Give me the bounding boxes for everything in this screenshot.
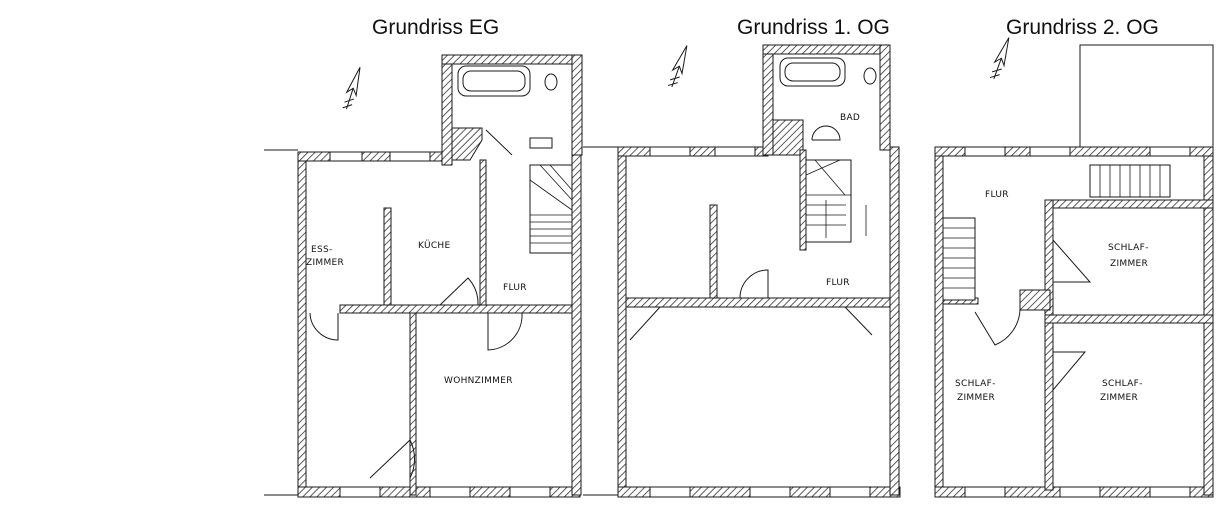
toilet-icon [863,67,877,85]
room-label: WOHNZIMMER [444,376,513,386]
door-swing [1052,239,1092,283]
wall-west [297,151,307,496]
wall-interior [1044,314,1214,324]
wall-interior [709,204,718,306]
wall-north [934,146,1214,157]
room-label: SCHLAF- [1102,379,1143,389]
wall-interior [339,304,573,314]
room-label: FLUR [503,283,527,293]
window [714,146,756,157]
window [429,486,471,498]
door-swing [739,269,769,299]
door-swing [487,312,523,351]
room-label: SCHLAF- [1108,243,1149,253]
plan-title-1og: Grundriss 1. OG [737,16,890,39]
wall-annex-east [571,54,583,156]
wall-interior [383,207,392,311]
window [389,151,431,162]
door-swing [1052,351,1087,391]
wall-interior [479,159,487,306]
window [649,146,691,157]
window [964,146,1006,157]
wall-interior [409,312,417,496]
door-swing [369,439,416,479]
room-label: BAD [840,113,860,123]
plan-title-eg: Grundriss EG [372,16,500,39]
window [509,486,551,498]
door-swing [844,306,873,336]
wall-west [934,146,944,496]
wall-interior [1044,199,1214,209]
sink-icon [529,137,553,149]
room-label: ZIMMER [1110,259,1148,269]
wall-annex [451,127,483,161]
wall-annex-west [441,54,453,166]
room-label: FLUR [826,278,850,288]
wall-interior [1044,199,1054,491]
room-labels-eg: ESS- ZIMMER KÜCHE FLUR WOHNZIMMER [306,240,527,386]
wall-annex-north [441,54,583,65]
wall-east [571,151,582,496]
neighbor-building [1079,44,1214,148]
window [1059,486,1101,498]
staircase [529,164,573,254]
room-labels-1og: BAD FLUR [826,113,860,288]
door-swing [485,129,513,156]
window [1029,146,1071,157]
wall-interior [1019,289,1051,311]
door-swing [629,306,661,341]
wall-interior [799,149,807,251]
room-label: KÜCHE [418,240,451,251]
room-label: ZIMMER [957,393,995,403]
wall-annex [772,119,804,156]
wall-annex-north [762,44,891,55]
window [329,151,363,162]
north-arrow-icon [667,45,688,88]
door-swing [974,309,1021,346]
window [1149,146,1191,157]
sink-icon [811,125,841,141]
window [749,486,791,498]
room-labels-2og: FLUR SCHLAF- ZIMMER SCHLAF- ZIMMER SCHLA… [955,190,1149,403]
wall-west [617,146,627,496]
window [649,486,691,498]
plan-2og [934,44,1214,498]
door-swing [439,277,479,306]
window [339,486,381,498]
room-label: ZIMMER [1100,393,1138,403]
window [964,486,1006,498]
door-swing [309,312,339,341]
window [1149,486,1191,498]
wall-east [889,146,900,496]
plan-1og [583,44,901,498]
room-label: ZIMMER [306,258,344,268]
staircase [942,217,976,301]
north-arrow-icon [342,67,361,110]
north-arrow-icon [989,37,1010,80]
room-label: ESS- [311,245,333,255]
room-label: FLUR [985,190,1009,200]
toilet-icon [544,73,558,91]
room-label: SCHLAF- [955,379,996,389]
wall-annex-east [879,44,891,151]
plan-title-2og: Grundriss 2. OG [1006,16,1159,39]
wall-interior [625,297,891,308]
staircase [805,159,852,243]
plan-eg [264,54,583,498]
wall-annex-west [762,44,774,156]
window [829,486,871,498]
